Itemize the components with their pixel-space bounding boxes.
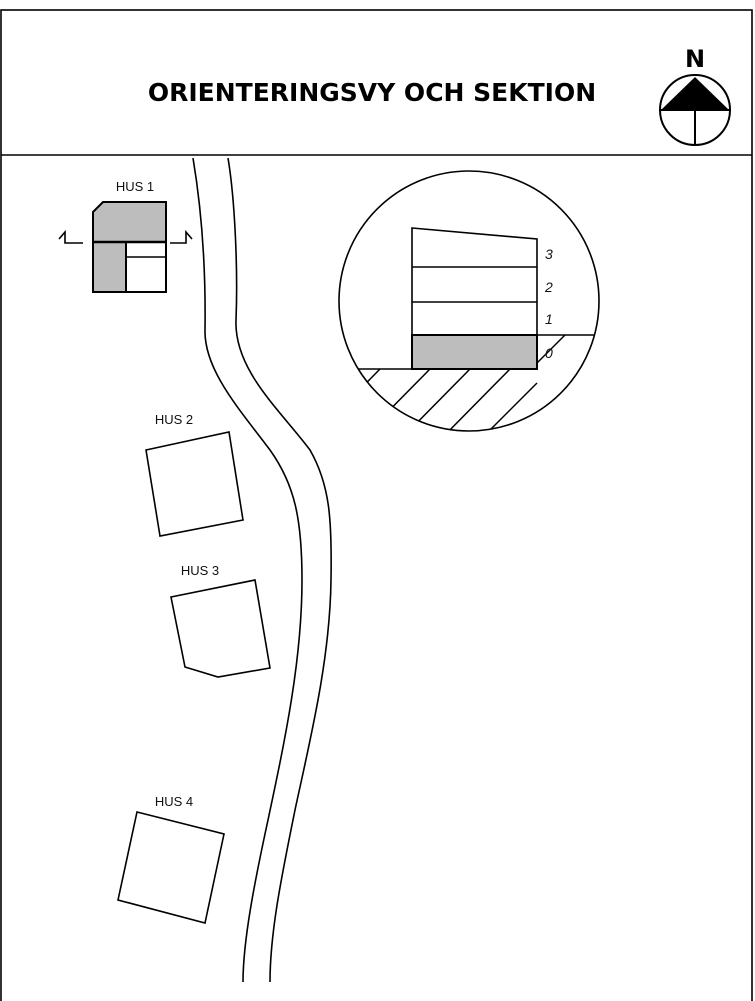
- floor-label-3: 3: [545, 246, 553, 262]
- section-view: 3 2 1 0: [338, 170, 600, 432]
- house-1[interactable]: HUS 1: [58, 179, 193, 293]
- house-3[interactable]: HUS 3: [170, 563, 271, 678]
- page-title: ORIENTERINGSVY OCH SEKTION: [148, 78, 596, 107]
- floor-label-1: 1: [545, 311, 553, 327]
- road: [192, 157, 332, 983]
- north-label: N: [685, 45, 705, 73]
- section-marker-left: [58, 229, 83, 244]
- north-arrow-icon: N: [659, 45, 731, 146]
- house-2-label: HUS 2: [155, 412, 193, 427]
- house-4-label: HUS 4: [155, 794, 193, 809]
- floor-label-2: 2: [544, 279, 553, 295]
- house-2[interactable]: HUS 2: [145, 412, 244, 537]
- house-1-label: HUS 1: [116, 179, 154, 194]
- floor-label-0: 0: [545, 345, 553, 361]
- page-frame: [0, 9, 753, 1001]
- section-marker-right: [170, 229, 193, 244]
- house-3-label: HUS 3: [181, 563, 219, 578]
- house-4[interactable]: HUS 4: [117, 794, 225, 924]
